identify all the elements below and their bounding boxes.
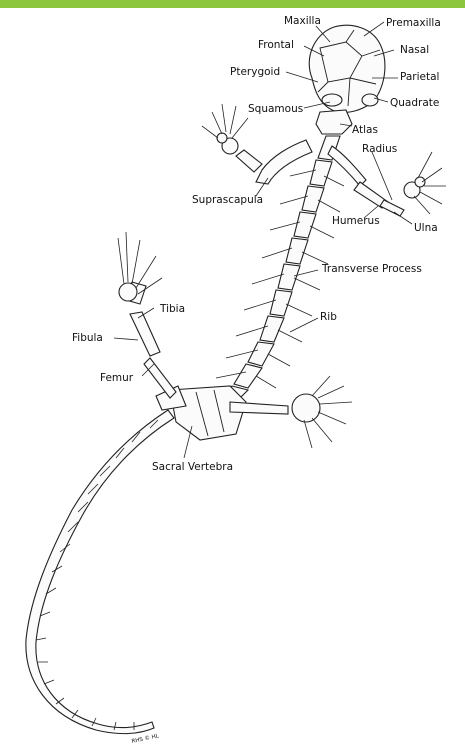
label-premaxilla: Premaxilla <box>386 17 441 29</box>
label-femur: Femur <box>100 372 134 384</box>
label-frontal: Frontal <box>258 39 294 51</box>
top-accent-bar <box>0 0 465 8</box>
label-transverse-process: Transverse Process <box>321 263 422 275</box>
artist-signature: RHS © HL <box>131 732 160 745</box>
label-parietal: Parietal <box>400 71 439 83</box>
tail <box>26 410 174 734</box>
right-front-limb <box>354 152 446 216</box>
label-tibia: Tibia <box>159 303 185 315</box>
skull <box>309 25 385 112</box>
label-sacral-vertebra: Sacral Vertebra <box>152 461 233 473</box>
label-quadrate: Quadrate <box>390 97 439 109</box>
skeleton-figure: Maxilla Premaxilla Frontal Nasal Pterygo… <box>0 8 465 745</box>
label-radius: Radius <box>362 143 397 155</box>
label-humerus: Humerus <box>332 215 380 227</box>
label-pterygoid: Pterygoid <box>230 66 280 78</box>
label-fibula: Fibula <box>72 332 103 344</box>
label-suprascapula: Suprascapula <box>192 194 263 206</box>
label-nasal: Nasal <box>400 44 429 56</box>
label-rib: Rib <box>320 311 337 323</box>
label-ulna: Ulna <box>414 222 438 234</box>
label-atlas: Atlas <box>352 124 378 136</box>
skeleton-diagram: Maxilla Premaxilla Frontal Nasal Pterygo… <box>0 8 465 745</box>
label-squamous: Squamous <box>248 103 303 115</box>
signature-text: RHS © HL <box>131 732 160 745</box>
atlas-vertebra <box>316 110 352 134</box>
label-maxilla: Maxilla <box>284 15 321 27</box>
